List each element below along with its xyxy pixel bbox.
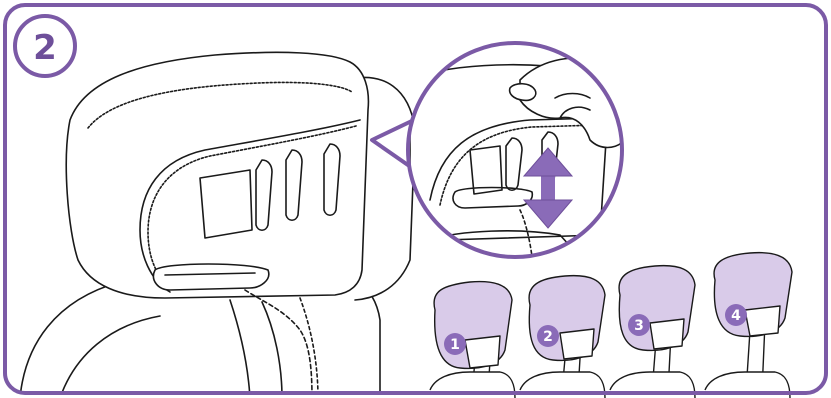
- car-seat-illustration: [20, 52, 415, 398]
- position-number: 4: [731, 308, 741, 324]
- position-thumbnails: 1 2 3: [430, 253, 792, 398]
- position-4-thumbnail: 4: [705, 253, 792, 398]
- zoom-detail: [408, 43, 625, 257]
- step-badge: 2: [15, 16, 75, 76]
- position-number: 1: [450, 337, 460, 353]
- position-1-thumbnail: 1: [430, 282, 515, 398]
- position-number: 2: [543, 329, 553, 345]
- position-3-thumbnail: 3: [610, 266, 695, 398]
- position-2-thumbnail: 2: [520, 276, 605, 398]
- position-number: 3: [634, 318, 644, 334]
- step-number: 2: [33, 28, 57, 68]
